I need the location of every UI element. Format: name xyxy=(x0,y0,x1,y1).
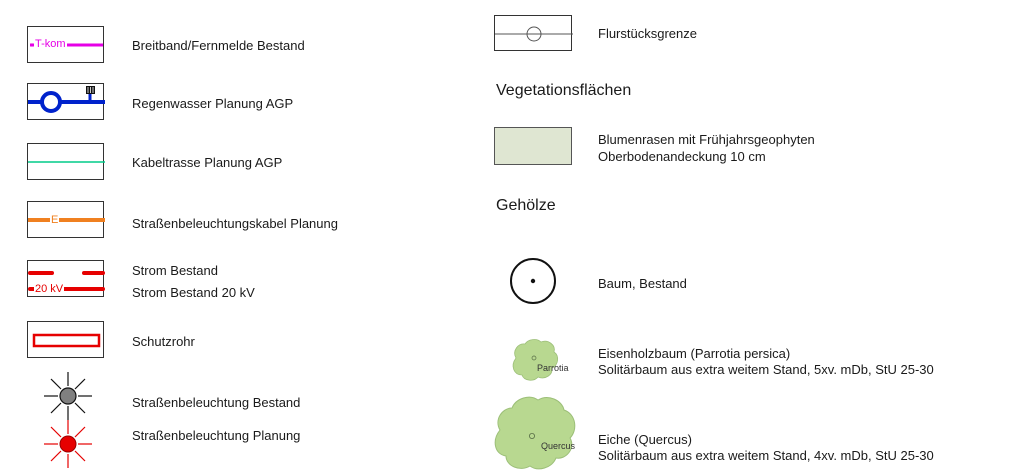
heading-woody-plants: Gehölze xyxy=(496,197,556,214)
label-telekom: Breitband/Fernmelde Bestand xyxy=(132,38,305,53)
cable-route-icon xyxy=(28,161,105,163)
rainwater-pipe-icon xyxy=(28,86,105,113)
symbol-protective-pipe xyxy=(27,321,104,358)
streetlight-existing-icon xyxy=(44,372,92,420)
lighting-cable-icon xyxy=(28,218,105,222)
symbol-streetlight-existing xyxy=(42,370,94,422)
symbol-telekom-line: T-kom xyxy=(27,26,104,63)
symbol-streetlight-planned xyxy=(42,418,94,470)
symbol-power-line: 20 kV xyxy=(27,260,105,297)
streetlight-planned-icon xyxy=(44,420,92,468)
telekom-tag: T-kom xyxy=(34,38,67,50)
label-power-existing: Strom Bestand xyxy=(132,263,218,278)
symbol-tree-quercus: Quercus xyxy=(486,390,582,474)
label-lighting-cable: Straßenbeleuchtungskabel Planung xyxy=(132,216,338,231)
parcel-boundary-icon xyxy=(495,26,573,42)
symbol-tree-existing xyxy=(508,256,558,306)
label-flower-lawn-2: Oberbodenandeckung 10 cm xyxy=(598,149,766,164)
label-streetlight-planned: Straßenbeleuchtung Planung xyxy=(132,428,301,443)
tree-quercus-tag: Quercus xyxy=(541,441,576,451)
symbol-rainwater-line xyxy=(27,83,105,120)
label-cable-route: Kabeltrasse Planung AGP xyxy=(132,155,283,170)
symbol-parcel-boundary xyxy=(494,15,573,51)
symbol-flower-lawn xyxy=(494,127,572,165)
label-power-20kv: Strom Bestand 20 kV xyxy=(132,285,255,300)
label-tree-parrotia-2: Solitärbaum aus extra weitem Stand, 5xv.… xyxy=(598,362,934,377)
lighting-cable-tag: E xyxy=(50,214,60,226)
tree-existing-icon xyxy=(510,258,556,304)
label-tree-parrotia-1: Eisenholzbaum (Parrotia persica) xyxy=(598,346,791,361)
label-protective-pipe: Schutzrohr xyxy=(132,334,195,349)
label-tree-quercus-2: Solitärbaum aus extra weitem Stand, 4xv.… xyxy=(598,448,934,463)
symbol-tree-parrotia: Parrotia xyxy=(508,336,569,382)
label-flower-lawn-1: Blumenrasen mit Frühjahrsgeophyten xyxy=(598,132,815,147)
symbol-lighting-cable: E xyxy=(27,201,105,238)
heading-vegetation: Vegetationsflächen xyxy=(496,82,632,99)
symbol-cable-route xyxy=(27,143,105,180)
tree-crown-parrotia-icon xyxy=(512,339,558,381)
tree-crown-quercus-icon xyxy=(494,396,576,470)
label-streetlight-existing: Straßenbeleuchtung Bestand xyxy=(132,395,301,410)
label-rainwater: Regenwasser Planung AGP xyxy=(132,96,294,111)
protective-pipe-icon xyxy=(32,333,101,348)
tree-parrotia-tag: Parrotia xyxy=(537,363,569,373)
label-parcel-boundary: Flurstücksgrenze xyxy=(598,26,697,41)
label-tree-existing: Baum, Bestand xyxy=(598,276,687,291)
label-tree-quercus-1: Eiche (Quercus) xyxy=(598,432,692,447)
power-line-tag: 20 kV xyxy=(34,283,65,295)
